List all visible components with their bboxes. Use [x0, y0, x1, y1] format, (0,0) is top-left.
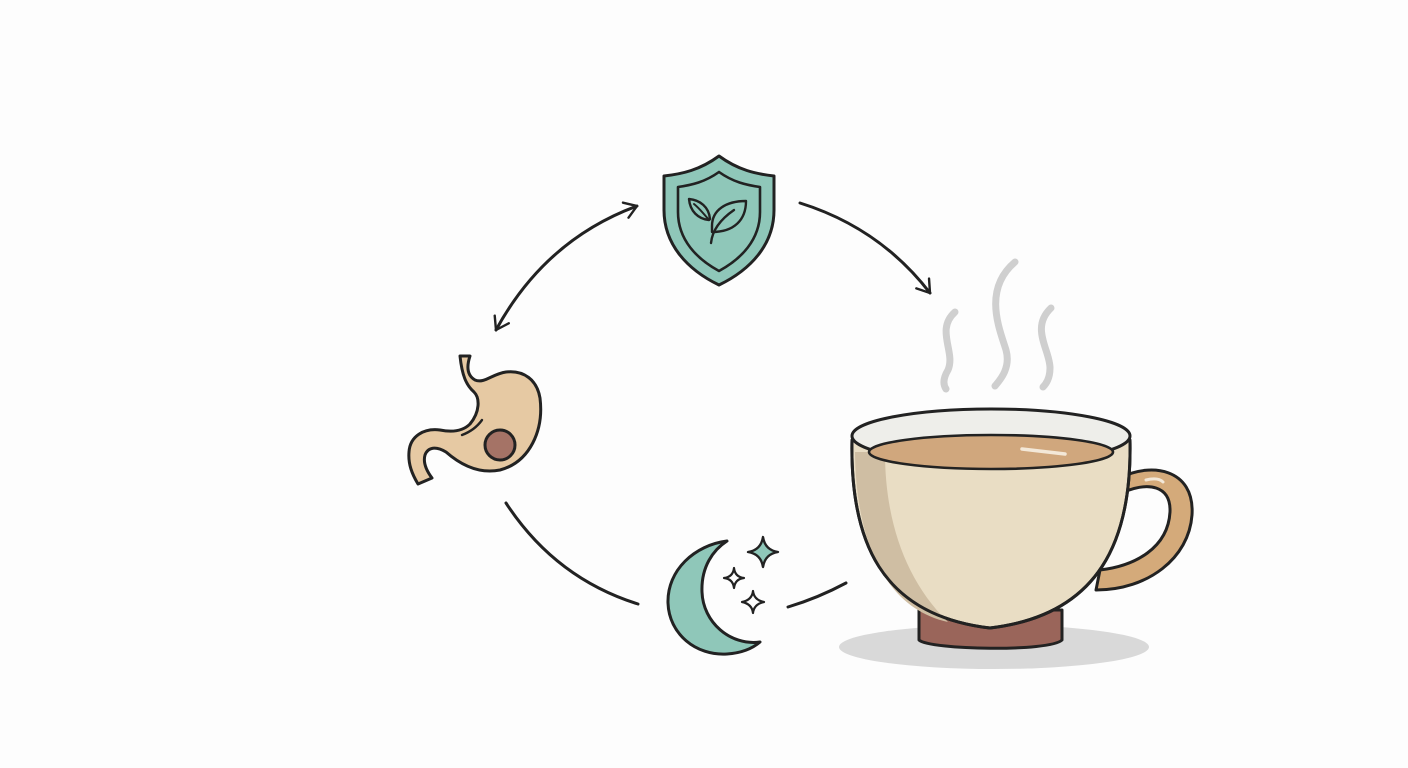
- tea-cup-icon: [839, 258, 1194, 669]
- cup-handle: [1094, 468, 1194, 592]
- sparkle-large: [746, 535, 780, 569]
- cycle-connectors: [493, 201, 932, 609]
- leaf-shield-icon: [662, 154, 776, 287]
- sparkle-small-bottom: [740, 589, 766, 615]
- steam-icon: [940, 258, 1055, 393]
- connector-tea-to-moon: [786, 581, 848, 609]
- tea-liquid: [867, 433, 1115, 471]
- connector-moon-to-stomach: [504, 501, 640, 606]
- cup-body-shade: [855, 452, 948, 622]
- moon-stars-icon: [666, 535, 780, 656]
- leaf-icon: [687, 197, 748, 245]
- arrow-stomach-shield-bidirectional: [493, 201, 639, 332]
- stomach-icon: [407, 354, 543, 486]
- sparkle-small-left: [722, 566, 746, 590]
- arrow-shield-to-tea: [798, 201, 932, 295]
